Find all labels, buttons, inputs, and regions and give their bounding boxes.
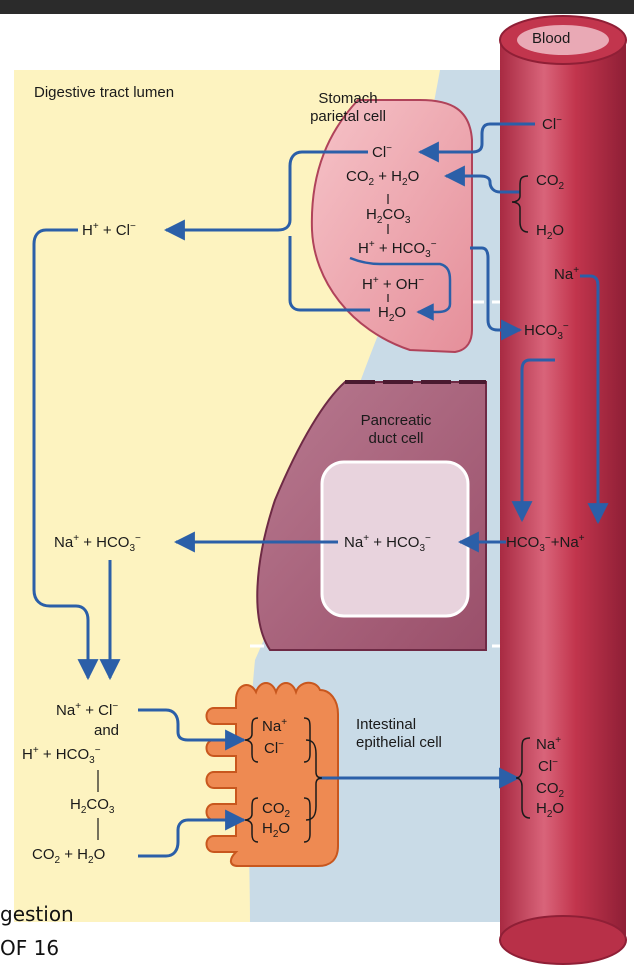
int-cell-na: Na+ xyxy=(262,717,288,736)
arrow-cl-in xyxy=(417,122,535,163)
int-cell-h2o: H2O xyxy=(262,820,291,840)
arrow-hcl-down xyxy=(32,228,99,681)
int-blood-cl: Cl− xyxy=(538,757,559,776)
int-lumen-na-cl: Na+ + Cl− xyxy=(56,701,119,720)
arrow-nacl-in xyxy=(138,708,247,751)
brace-blood-co2 xyxy=(511,175,529,233)
blood-co2: CO2 xyxy=(536,172,565,192)
stomach-cell-label-1: Stomach xyxy=(318,90,378,107)
vessel-top-opening xyxy=(517,25,609,55)
arrow-hco3-down xyxy=(511,358,555,523)
stomach-h-oh: H+ + OH− xyxy=(362,275,425,294)
arrow-na-down xyxy=(580,274,609,525)
lumen-label: Digestive tract lumen xyxy=(34,84,175,101)
intestine-bracket-join xyxy=(305,739,323,821)
intestinal-cell-label-1: Intestinal xyxy=(356,716,417,733)
int-blood-na: Na+ xyxy=(536,735,562,754)
intestinal-cell-label-2: epithelial cell xyxy=(356,734,442,751)
stomach-h2co3: H2CO3 xyxy=(366,206,411,226)
int-lumen-and: and xyxy=(94,722,120,739)
int-blood-co2: CO2 xyxy=(536,780,565,800)
brace-cell-na xyxy=(244,717,259,763)
arrow-co2-in xyxy=(443,165,520,194)
arrow-hcl-out xyxy=(163,150,368,241)
caption-line-2: OF 16 xyxy=(0,936,60,960)
blood-h2o: H2O xyxy=(536,222,565,242)
int-lumen-h-hco3: H+ + HCO3− xyxy=(22,745,101,766)
pancreatic-cell-label-1: Pancreatic xyxy=(360,412,432,429)
brace-cell-na-right xyxy=(303,717,311,763)
stomach-water: H2O xyxy=(378,304,407,324)
blood-hco3-top: HCO3− xyxy=(524,321,569,342)
blood-hco3-na: HCO3−+Na+ xyxy=(506,533,585,554)
top-bar xyxy=(0,0,634,14)
lumen-h-cl: H+ + Cl− xyxy=(82,221,136,240)
parietal-cell xyxy=(310,99,473,354)
vessel-bottom-rim xyxy=(499,915,627,965)
arrow-h-out xyxy=(288,236,370,312)
arrow-h2o-loop xyxy=(349,256,452,321)
pancreatic-cell-label-2: duct cell xyxy=(368,430,424,447)
caption-line-1: gestion xyxy=(0,902,74,926)
brace-cell-co2 xyxy=(244,797,259,843)
int-cell-co2: CO2 xyxy=(262,800,291,820)
lumen-na-hco3: Na+ + HCO3− xyxy=(54,533,141,554)
stomach-cl: Cl− xyxy=(372,143,393,162)
panc-na-hco3: Na+ + HCO3− xyxy=(344,533,431,554)
stomach-co2-h2o: CO2 + H2O xyxy=(346,168,420,188)
int-lumen-h2co3: H2CO3 xyxy=(70,796,115,816)
int-lumen-co2-h2o: CO2 + H2O xyxy=(32,846,106,866)
stomach-cell-label-2: parietal cell xyxy=(310,108,386,125)
blood-na-top: Na+ xyxy=(554,265,580,284)
arrow-co2h2o-in xyxy=(138,809,247,858)
brace-cell-co2-right xyxy=(303,797,311,843)
stomach-h-hco3: H+ + HCO3− xyxy=(358,239,437,260)
blood-cl: Cl− xyxy=(542,115,563,134)
blood-label: Blood xyxy=(532,30,571,47)
arrow-hco3-out xyxy=(470,246,523,341)
int-blood-h2o: H2O xyxy=(536,800,565,820)
int-cell-cl: Cl− xyxy=(264,739,285,758)
brace-blood-list xyxy=(515,737,531,819)
